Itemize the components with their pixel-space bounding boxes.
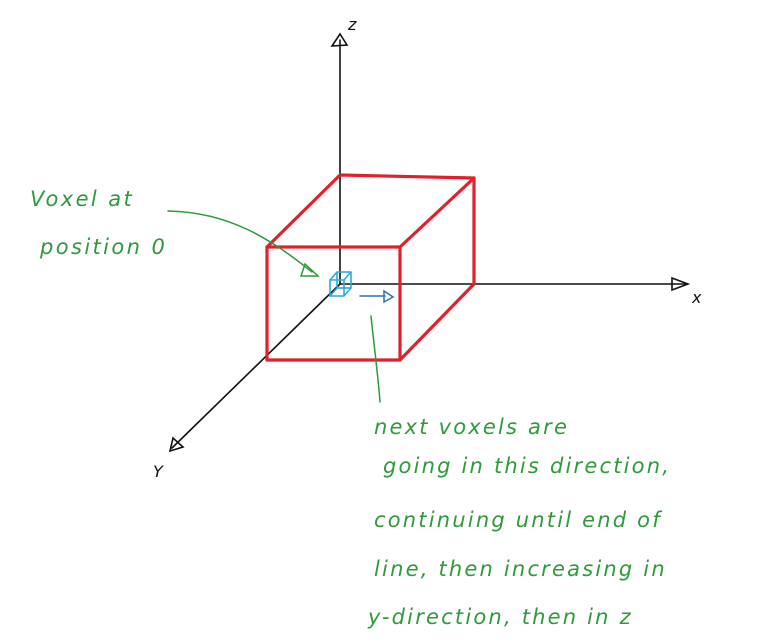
note-line-3: continuing until end of: [374, 508, 663, 532]
direction-arrow: [359, 289, 395, 304]
voxel-label-pointer-arrowhead: [299, 262, 320, 277]
z-axis-label: z: [347, 15, 357, 34]
annotation-pointers: [167, 210, 381, 403]
voxel-label-line-2: position 0: [39, 235, 167, 259]
box-right-face: [398, 176, 476, 362]
x-axis-arrowhead: [671, 276, 691, 292]
x-axis-label: x: [691, 288, 702, 307]
note-line-5: y-direction, then in z: [367, 605, 633, 629]
note-pointer: [370, 315, 381, 403]
z-axis-arrowhead: [330, 32, 349, 47]
y-axis-arrowhead: [168, 436, 185, 453]
note-line-1: next voxels are: [374, 415, 569, 439]
y-axis-label: Y: [153, 462, 164, 481]
note-line-4: line, then increasing in: [374, 557, 667, 581]
y-axis: [171, 283, 341, 449]
note-line-2: going in this direction,: [383, 454, 671, 478]
origin-voxel: [329, 271, 352, 297]
voxel-label-pointer: [167, 210, 313, 273]
box-front-face: [265, 245, 402, 362]
axes: [168, 32, 691, 453]
box-top-face: [265, 173, 476, 249]
bounding-box: [265, 173, 476, 362]
voxel-label-line-1: Voxel at: [30, 187, 134, 211]
